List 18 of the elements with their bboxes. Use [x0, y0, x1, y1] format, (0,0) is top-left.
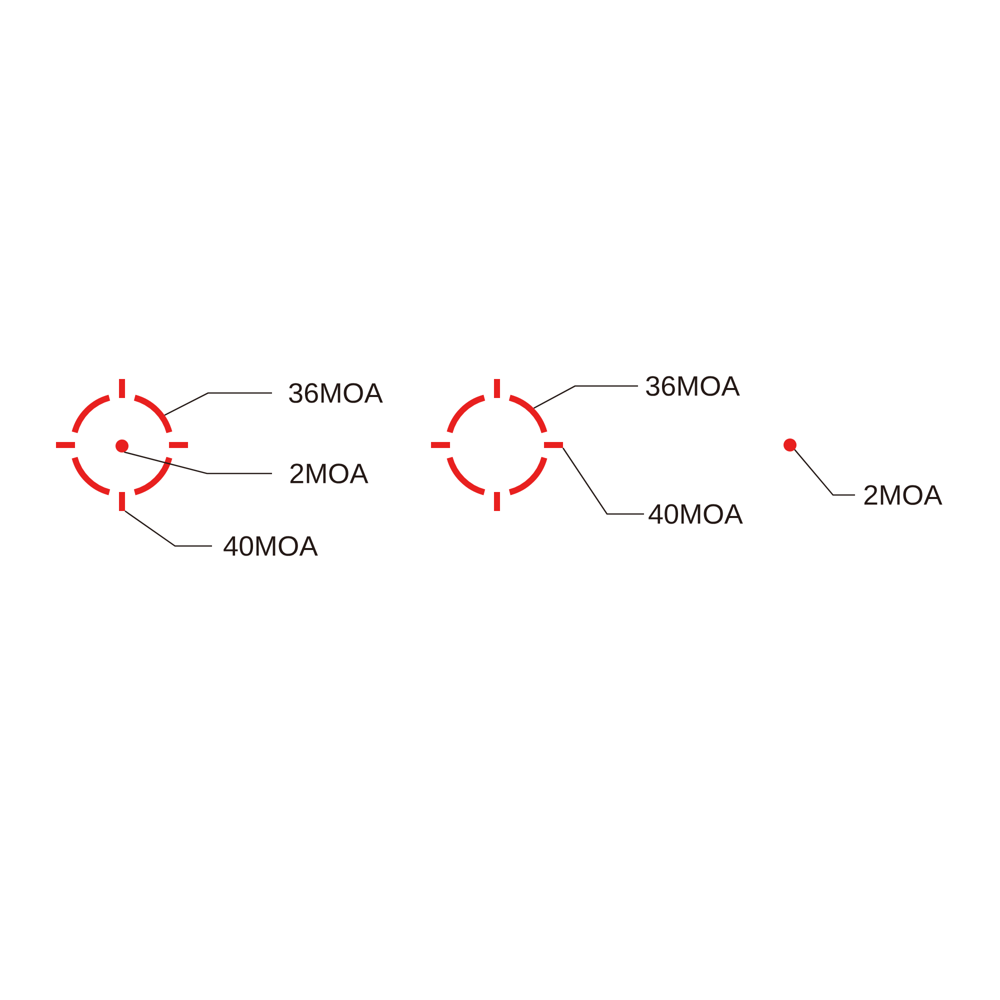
measurement-label: 2MOA — [290, 464, 368, 484]
leader-line — [124, 510, 212, 547]
reticle-ring — [446, 394, 548, 496]
leader-line — [794, 449, 856, 496]
measurement-label: 36MOA — [289, 383, 383, 403]
dot — [784, 438, 796, 452]
measurement-label: 40MOA — [648, 504, 743, 524]
tick-mark — [119, 492, 125, 511]
leader-line — [533, 385, 638, 409]
leader-line — [124, 451, 272, 474]
measurement-label: 2MOA — [864, 485, 942, 505]
measurement-label: 40MOA — [224, 536, 318, 556]
leader-line — [562, 448, 644, 515]
leader-line — [164, 392, 272, 416]
reticle-ring — [72, 394, 172, 496]
tick-mark — [544, 442, 563, 448]
dot — [116, 440, 128, 452]
measurement-label: 36MOA — [646, 376, 740, 396]
